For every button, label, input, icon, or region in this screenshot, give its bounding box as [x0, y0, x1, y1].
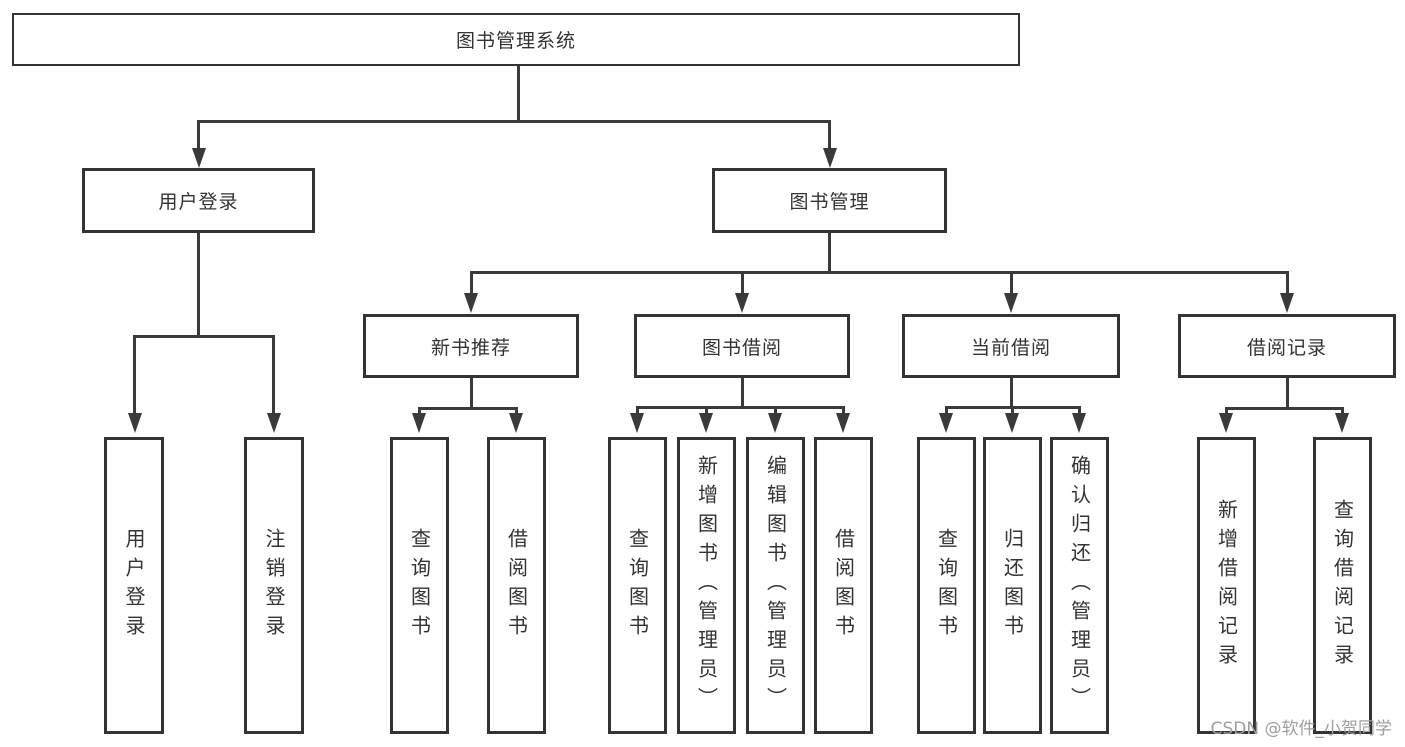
connector-bb-drop-2	[705, 406, 708, 413]
connector-bb-drop-3	[774, 406, 777, 413]
csdn-watermark: CSDN @软件_小贺同学	[1210, 719, 1392, 739]
connector-bm-drop-4	[1286, 271, 1289, 293]
arrowhead-icon	[1004, 293, 1018, 313]
connector-ul-drop-1	[133, 335, 136, 413]
connector-bb-drop-1	[636, 406, 639, 413]
arrowhead-icon	[1219, 413, 1233, 433]
arrowhead-icon	[1280, 293, 1294, 313]
connector-bm-stem	[828, 233, 831, 271]
connector-root-stem	[517, 66, 520, 120]
connector-nb-stem	[470, 378, 473, 407]
arrowhead-icon	[735, 293, 749, 313]
connector-root-bar	[197, 120, 831, 123]
node-borrowing-records: 借阅记录	[1178, 314, 1396, 378]
leaf-query-borrow-record: 查询借阅记录	[1313, 437, 1372, 734]
connector-br-drop-2	[1341, 407, 1344, 413]
connector-cb-drop-2	[1011, 406, 1014, 413]
leaf-edit-books-admin: 编辑图书（管理员）	[746, 437, 805, 734]
connector-bm-drop-2	[741, 271, 744, 293]
leaf-return-books: 归还图书	[983, 437, 1042, 734]
connector-book-mgmt-drop	[828, 120, 831, 148]
connector-nb-bar	[418, 407, 518, 410]
connector-user-login-drop	[197, 120, 200, 148]
arrowhead-icon	[630, 413, 644, 433]
arrowhead-icon	[1072, 413, 1086, 433]
leaf-add-borrow-record: 新增借阅记录	[1197, 437, 1256, 734]
connector-bb-drop-4	[842, 406, 845, 413]
node-book-management: 图书管理	[712, 168, 947, 233]
node-user-login: 用户登录	[82, 168, 315, 233]
connector-br-drop-1	[1225, 407, 1228, 413]
connector-cb-stem	[1010, 378, 1013, 406]
connector-br-bar	[1225, 407, 1344, 410]
leaf-query-books-nb: 查询图书	[390, 437, 449, 734]
connector-bb-bar	[636, 406, 845, 409]
arrowhead-icon	[939, 413, 953, 433]
arrowhead-icon	[412, 413, 426, 433]
arrowhead-icon	[267, 413, 281, 433]
connector-bm-bar	[470, 271, 1289, 274]
arrowhead-icon	[1335, 413, 1349, 433]
arrowhead-icon	[192, 148, 206, 168]
connector-bm-drop-3	[1010, 271, 1013, 293]
connector-ul-drop-2	[272, 335, 275, 413]
arrowhead-icon	[509, 413, 523, 433]
connector-ul-bar	[133, 335, 275, 338]
connector-br-stem	[1286, 378, 1289, 407]
node-book-borrowing: 图书借阅	[634, 314, 850, 378]
arrowhead-icon	[128, 413, 142, 433]
leaf-query-books-cb: 查询图书	[917, 437, 976, 734]
connector-cb-drop-3	[1078, 406, 1081, 413]
arrowhead-icon	[699, 413, 713, 433]
connector-bm-drop-1	[470, 271, 473, 293]
leaf-user-login: 用户登录	[104, 437, 164, 734]
arrowhead-icon	[836, 413, 850, 433]
leaf-borrow-books-bb: 借阅图书	[814, 437, 873, 734]
arrowhead-icon	[464, 293, 478, 313]
leaf-confirm-return-admin: 确认归还（管理员）	[1050, 437, 1109, 734]
leaf-add-books-admin: 新增图书（管理员）	[677, 437, 736, 734]
connector-nb-drop-1	[418, 407, 421, 413]
connector-cb-drop-1	[945, 406, 948, 413]
connector-ul-stem	[197, 233, 200, 335]
connector-nb-drop-2	[515, 407, 518, 413]
arrowhead-icon	[1005, 413, 1019, 433]
node-library-management-system: 图书管理系统	[12, 13, 1020, 66]
leaf-borrow-books-nb: 借阅图书	[487, 437, 546, 734]
node-current-borrowing: 当前借阅	[902, 314, 1120, 378]
leaf-query-books-bb: 查询图书	[608, 437, 667, 734]
leaf-logout: 注销登录	[244, 437, 304, 734]
arrowhead-icon	[823, 148, 837, 168]
node-new-book-recommend: 新书推荐	[363, 314, 579, 378]
connector-bb-stem	[741, 378, 744, 406]
arrowhead-icon	[768, 413, 782, 433]
